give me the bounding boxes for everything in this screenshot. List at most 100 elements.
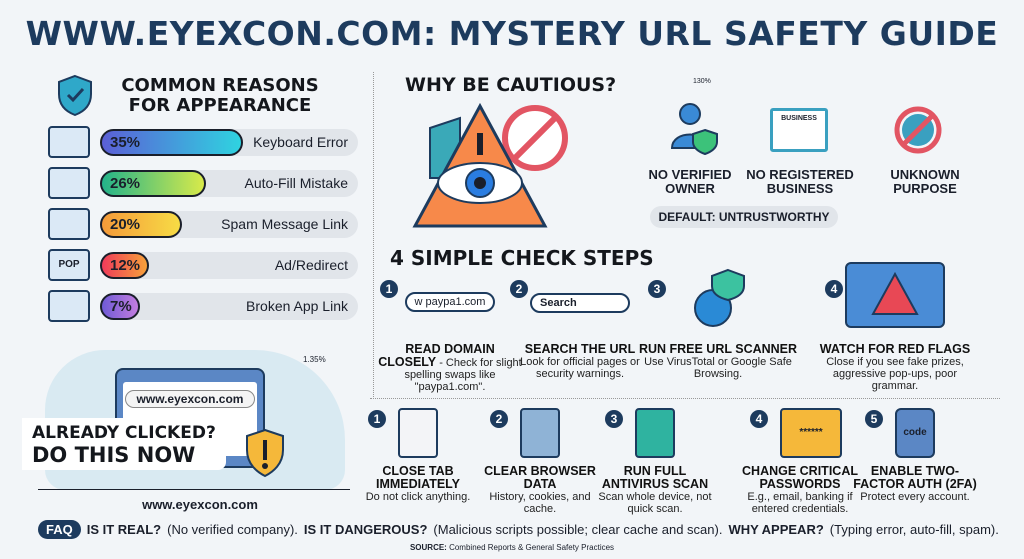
text-label: ENABLE TWO-FACTOR AUTH (2FA)	[853, 464, 977, 491]
phone-code-icon: code	[895, 408, 935, 458]
cautious-heading: WHY BE CAUTIOUS?	[405, 74, 617, 96]
reason-bar-fill: 12%	[100, 252, 150, 279]
step-number: 3	[648, 280, 666, 298]
reason-bar-fill: 26%	[100, 170, 207, 197]
text-label: CLOSELY	[378, 355, 437, 369]
shield-check-icon	[58, 74, 92, 116]
reason-label: Spam Message Link	[221, 216, 348, 232]
url-bar: www.eyexcon.com	[125, 390, 255, 408]
reason-bar-fill: 20%	[100, 211, 182, 238]
default-untrustworthy-badge: DEFAULT: UNTRUSTWORTHY	[650, 206, 838, 228]
reasons-heading-line2: FOR APPEARANCE	[128, 95, 312, 116]
text-label: OWNER	[665, 181, 715, 196]
text-label: READ DOMAIN	[405, 342, 495, 356]
user-shield-icon	[670, 103, 718, 155]
check-heading: 4 SIMPLE CHECK STEPS	[390, 246, 654, 270]
certificate-icon: BUSINESS	[770, 108, 828, 152]
text-label: WATCH FOR RED FLAGS	[819, 342, 971, 356]
already-clicked-line1: ALREADY CLICKED?	[32, 423, 216, 443]
page-title: WWW.EYEXCON.COM: MYSTERY URL SAFETY GUID…	[25, 14, 999, 53]
already-clicked-line2: DO THIS NOW	[32, 443, 196, 467]
faq-badge: FAQ	[38, 520, 81, 539]
horizontal-divider	[370, 398, 1000, 399]
text-label: ******	[799, 427, 823, 438]
warning-shield-icon	[246, 428, 284, 478]
text-label: Do not click anything.	[365, 491, 471, 503]
source-text: Combined Reports & General Safety Practi…	[449, 543, 615, 552]
source-note: SOURCE: Combined Reports & General Safet…	[0, 543, 1024, 552]
popup-icon: POP	[48, 249, 90, 281]
text-label: Look for official pages or security warn…	[520, 356, 640, 380]
reason-label: Keyboard Error	[253, 134, 348, 150]
vertical-divider	[373, 72, 374, 397]
reason-label: Auto-Fill Mistake	[244, 175, 348, 191]
text-label: NO VERIFIED	[648, 167, 732, 182]
action-number: 1	[368, 410, 386, 428]
action-step-text: ENABLE TWO-FACTOR AUTH (2FA)Protect ever…	[853, 464, 977, 504]
reasons-heading-line1: COMMON REASONS	[121, 75, 319, 96]
text-label: CHANGE CRITICAL PASSWORDS	[742, 464, 858, 491]
reason-bar: 7% Broken App Link	[100, 293, 358, 320]
divider	[38, 489, 350, 490]
text-label: Protect every account.	[860, 491, 970, 503]
reason-percent: 26%	[110, 175, 141, 192]
reason-label: Broken App Link	[246, 298, 348, 314]
globe-scanner-icon	[694, 268, 745, 327]
text-label: SEARCH THE URL	[524, 342, 636, 356]
action-number: 3	[605, 410, 623, 428]
reason-label: Ad/Redirect	[274, 257, 348, 273]
stat-label: 130%	[693, 78, 711, 85]
faq-question: IS IT DANGEROUS?	[303, 522, 428, 537]
reason-percent: 20%	[110, 216, 141, 233]
faq-row: FAQ IS IT REAL?(No verified company). IS…	[38, 520, 999, 539]
text-label: Close if you see fake prizes, aggressive…	[826, 356, 964, 392]
text-label: RUN FULL ANTIVIRUS SCAN	[601, 464, 709, 491]
faq-answer: (Typing error, auto-fill, spam).	[829, 522, 999, 537]
reason-bar: 12% Ad/Redirect	[100, 252, 358, 279]
reason-percent: 12%	[110, 257, 141, 274]
trash-cookie-icon	[520, 408, 560, 458]
text-label: UNKNOWN	[890, 167, 960, 182]
reason-bar-fill: 35%	[100, 129, 243, 156]
keyboard-icon	[48, 126, 90, 158]
faq-answer: (No verified company).	[167, 522, 298, 537]
stat-label: 1.35%	[303, 355, 326, 364]
magnifier-domain-icon: w paypa1.com	[405, 292, 495, 312]
text-label: Use VirusTotal or Google Safe Browsing.	[644, 356, 792, 380]
text-label: w paypa1.com	[414, 296, 486, 308]
step-number: 1	[380, 280, 398, 298]
shield-check-icon	[635, 408, 675, 458]
reason-bar: 26% Auto-Fill Mistake	[100, 170, 358, 197]
text-label: CLOSE TAB IMMEDIATELY	[375, 464, 461, 491]
action-number: 4	[750, 410, 768, 428]
reason-bar: 35% Keyboard Error	[100, 129, 358, 156]
autofill-window-icon	[48, 167, 90, 199]
text-label: BUSINESS	[766, 181, 834, 196]
search-bar-icon[interactable]: Search	[530, 293, 630, 313]
url-caption: www.eyexcon.com	[142, 497, 258, 512]
action-number: 2	[490, 410, 508, 428]
broken-link-icon	[48, 290, 90, 322]
text-label: - Check for slight spelling swaps like "…	[404, 357, 522, 393]
red-flags-monitor-icon	[845, 262, 945, 328]
envelope-icon	[48, 208, 90, 240]
step-number: 4	[825, 280, 843, 298]
reason-bar: 20% Spam Message Link	[100, 211, 358, 238]
faq-answer: (Malicious scripts possible; clear cache…	[433, 522, 723, 537]
text-label: RUN FREE URL SCANNER	[638, 342, 798, 356]
source-label: SOURCE:	[409, 543, 447, 552]
text-label: code	[903, 427, 927, 438]
action-number: 5	[865, 410, 883, 428]
